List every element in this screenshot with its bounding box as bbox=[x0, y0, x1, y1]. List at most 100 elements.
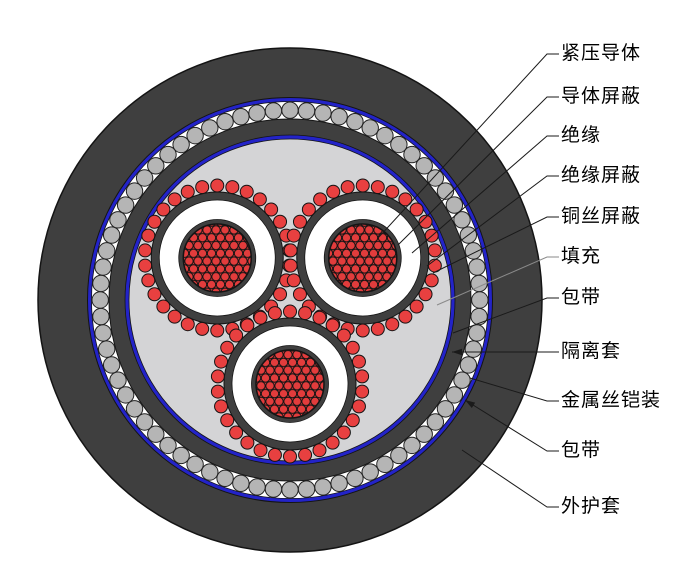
armor-wire bbox=[297, 480, 316, 498]
copper-shield-wire bbox=[312, 443, 327, 458]
copper-shield-wire bbox=[345, 340, 360, 355]
copper-shield-wire bbox=[370, 321, 385, 336]
armor-wire bbox=[346, 469, 364, 488]
compacted-conductor bbox=[182, 223, 253, 293]
copper-shield-wire bbox=[398, 192, 413, 207]
copper-shield-wire bbox=[355, 178, 370, 193]
copper-shield-wire bbox=[195, 321, 210, 336]
copper-shield-wire bbox=[336, 425, 351, 440]
armor-wire bbox=[470, 307, 488, 326]
armor-wire bbox=[92, 307, 110, 326]
armor-wire bbox=[468, 324, 486, 342]
compacted-conductor bbox=[255, 349, 325, 419]
layer-label-7: 隔离套 bbox=[561, 341, 622, 362]
copper-shield-wire bbox=[214, 399, 229, 414]
armor-wire bbox=[330, 474, 348, 493]
copper-shield-wire bbox=[424, 273, 439, 288]
armor-wire bbox=[264, 480, 283, 498]
armor-wire bbox=[97, 242, 116, 260]
copper-shield-wire bbox=[138, 258, 153, 273]
armor-wire bbox=[94, 258, 112, 276]
copper-shield-wire bbox=[298, 447, 313, 462]
copper-shield-wire bbox=[229, 425, 244, 440]
cable-rings bbox=[37, 47, 543, 553]
leader-line-6 bbox=[452, 297, 559, 334]
core-3 bbox=[210, 304, 370, 464]
copper-shield-wire bbox=[214, 354, 229, 369]
armor-wire bbox=[116, 386, 135, 404]
armor-wire bbox=[92, 274, 110, 293]
armor-wire bbox=[201, 119, 219, 137]
copper-shield-wire bbox=[292, 287, 307, 302]
armor-wire bbox=[445, 386, 464, 404]
armor-wire bbox=[281, 101, 299, 119]
armor-wire bbox=[248, 104, 266, 122]
armor-wire bbox=[186, 455, 204, 474]
copper-shield-wire bbox=[252, 192, 267, 207]
copper-shield-wire bbox=[210, 369, 225, 384]
copper-shield-wire bbox=[156, 202, 171, 217]
armor-wire bbox=[125, 400, 144, 418]
armor-wire bbox=[201, 463, 219, 481]
armor-wire bbox=[264, 102, 283, 120]
armor-wire bbox=[172, 135, 190, 154]
leader-line-1 bbox=[397, 96, 559, 246]
armor-wire bbox=[147, 157, 165, 175]
armor-wire bbox=[436, 182, 455, 200]
armor-wire bbox=[159, 436, 177, 455]
copper-shield-wire bbox=[156, 299, 171, 314]
leader-line-5 bbox=[436, 256, 559, 306]
layer-label-5: 填充 bbox=[561, 246, 602, 267]
compacted-conductor bbox=[327, 223, 398, 293]
leader-line-0 bbox=[377, 53, 559, 239]
copper-shield-wire bbox=[418, 214, 433, 229]
armor-wire bbox=[464, 340, 483, 358]
copper-shield-wire bbox=[253, 310, 268, 325]
leader-line-10 bbox=[461, 449, 559, 508]
copper-shield-wire bbox=[385, 184, 400, 199]
copper-shield-wire bbox=[427, 243, 442, 258]
armor-wire bbox=[135, 413, 154, 431]
copper-shield-wire bbox=[370, 180, 385, 195]
copper-shield-wire bbox=[180, 317, 195, 332]
copper-shield-wire bbox=[355, 323, 370, 338]
copper-shield-wire bbox=[286, 228, 301, 243]
armor-wire bbox=[172, 446, 190, 465]
copper-shield-wire bbox=[210, 323, 225, 338]
armor-wire bbox=[468, 258, 486, 276]
armor-wire bbox=[403, 145, 421, 164]
copper-shield-wire bbox=[418, 287, 433, 302]
copper-shield-wire bbox=[409, 299, 424, 314]
copper-shield-wire bbox=[210, 384, 225, 399]
copper-shield-wire bbox=[398, 309, 413, 324]
copper-shield-wire bbox=[283, 258, 298, 273]
armor-wire bbox=[403, 436, 421, 455]
copper-shield-wire bbox=[264, 202, 279, 217]
armor-wire bbox=[102, 356, 121, 374]
copper-shield-wire bbox=[283, 304, 297, 319]
layer-label-0: 紧压导体 bbox=[561, 43, 642, 64]
armor-wire bbox=[361, 463, 379, 481]
armor-wire bbox=[314, 478, 332, 496]
leader-line-8 bbox=[469, 377, 559, 402]
armor-wire bbox=[453, 371, 471, 389]
copper-shield-wire bbox=[253, 443, 268, 458]
armor-wire bbox=[135, 169, 154, 187]
armor-wire bbox=[361, 119, 379, 137]
armor-wire bbox=[390, 135, 408, 154]
copper-shield-wire bbox=[313, 192, 328, 207]
copper-shield-wire bbox=[286, 273, 301, 288]
copper-shield-wire bbox=[240, 318, 255, 333]
copper-shield-wire bbox=[141, 273, 156, 288]
layer-label-2: 绝缘 bbox=[561, 125, 602, 146]
copper-shield-wire bbox=[298, 306, 313, 321]
leader-arrowhead-7 bbox=[452, 348, 462, 356]
copper-shield-wire bbox=[325, 435, 340, 450]
armor-wire bbox=[376, 455, 394, 474]
copper-shield-wire bbox=[220, 413, 235, 428]
copper-shield-wire bbox=[336, 328, 351, 343]
copper-shield-wire bbox=[180, 184, 195, 199]
copper-shield-wire bbox=[312, 310, 327, 325]
leader-line-2 bbox=[411, 135, 559, 254]
